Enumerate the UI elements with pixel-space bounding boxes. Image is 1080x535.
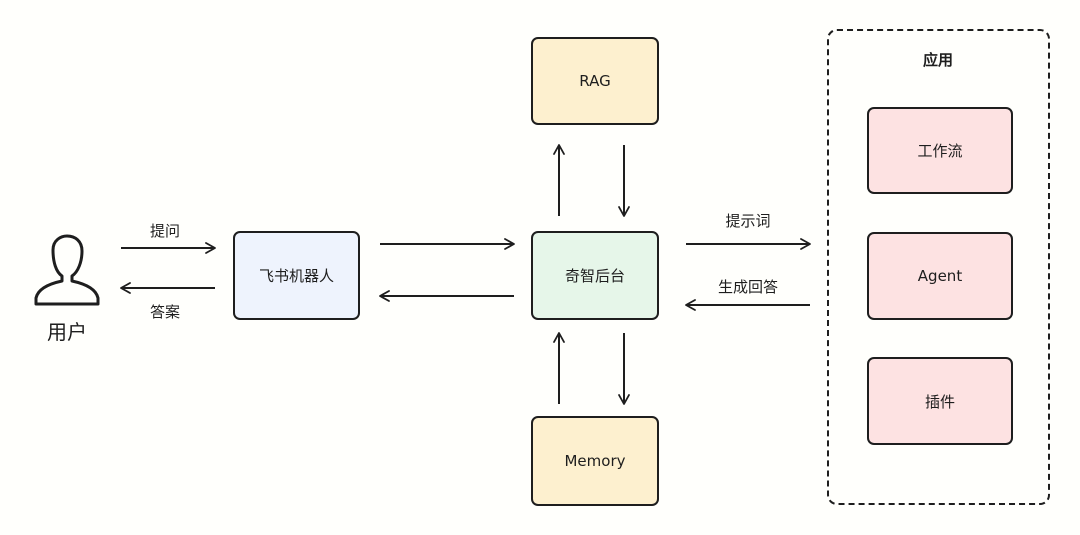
application-group bbox=[827, 29, 1050, 505]
edge-label-prompt: 提示词 bbox=[725, 212, 771, 230]
application-group-title: 应用 bbox=[922, 51, 954, 69]
agent-node: Agent bbox=[867, 232, 1013, 320]
feishu-bot-node: 飞书机器人 bbox=[233, 231, 360, 320]
agent-label: Agent bbox=[917, 267, 963, 285]
user-label: 用户 bbox=[47, 320, 87, 344]
feishu-bot-label: 飞书机器人 bbox=[258, 267, 334, 285]
edge-label-ask: 提问 bbox=[149, 222, 181, 240]
plugin-label: 插件 bbox=[924, 392, 955, 411]
workflow-node: 工作流 bbox=[867, 107, 1013, 194]
edge-label-answer: 答案 bbox=[149, 303, 181, 321]
rag-label: RAG bbox=[579, 72, 611, 90]
memory-node: Memory bbox=[531, 416, 659, 506]
plugin-node: 插件 bbox=[867, 357, 1013, 445]
memory-label: Memory bbox=[564, 452, 626, 470]
qizhi-backend-label: 奇智后台 bbox=[564, 267, 625, 285]
workflow-label: 工作流 bbox=[917, 142, 963, 160]
qizhi-backend-node: 奇智后台 bbox=[531, 231, 659, 320]
rag-node: RAG bbox=[531, 37, 659, 125]
edge-label-generate-answer: 生成回答 bbox=[717, 278, 779, 296]
person-icon bbox=[34, 234, 100, 306]
